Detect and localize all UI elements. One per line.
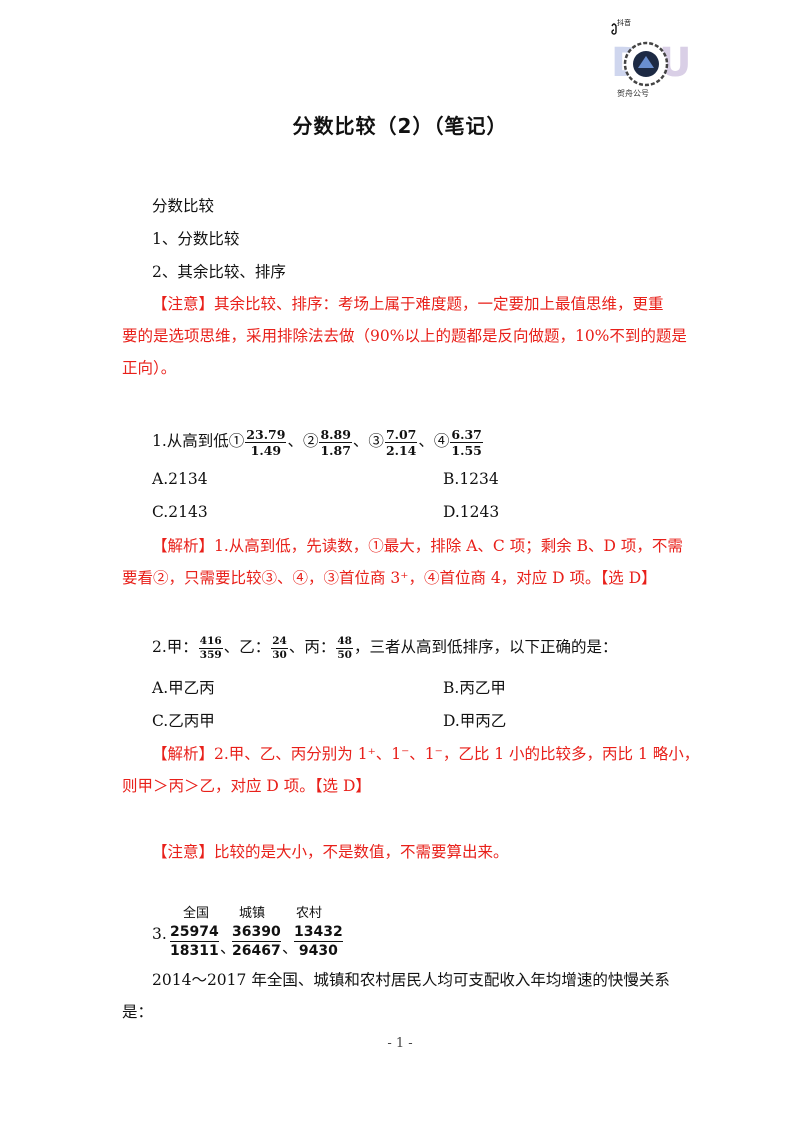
note-line: 【注意】其余比较、排序：考场上属于难度题，一定要加上最值思维，更重	[152, 295, 664, 313]
note-line: 【注意】比较的是大小，不是数值，不需要算出来。	[152, 843, 509, 861]
logo: D U	[603, 14, 691, 100]
column-header: 城镇	[239, 906, 266, 921]
section-heading: 分数比较	[152, 197, 215, 215]
column-header: 农村	[296, 906, 323, 921]
option-b: B.1234	[443, 470, 499, 488]
option-a: A.甲乙丙	[152, 679, 215, 697]
page-title: 分数比较（2）（笔记）	[292, 114, 508, 138]
note-line: 要的是选项思维，采用排除法去做（90%以上的题都是反向做题，10%不到的题是	[122, 327, 687, 345]
page-number: - 1 -	[387, 1036, 413, 1051]
logo-caption: 贺舟公号	[617, 89, 649, 98]
option-a: A.2134	[152, 470, 208, 488]
separator: 、	[282, 939, 298, 957]
question-text: 2014～2017 年全国、城镇和农村居民人均可支配收入年均增速的快慢关系	[152, 971, 670, 989]
analysis-line: 则甲＞丙＞乙，对应 D 项。【选 D】	[122, 777, 371, 795]
question-text: 1.从高到低①	[152, 432, 245, 450]
note-line: 正向）。	[122, 359, 177, 377]
separator: 、	[220, 939, 236, 957]
analysis-line: 【解析】2.甲、乙、丙分别为 1⁺、1⁻、1⁻，乙比 1 小的比较多，丙比 1 …	[152, 745, 700, 763]
list-item: 1、分数比较	[152, 230, 240, 248]
option-d: D.1243	[443, 503, 500, 521]
tiktok-logo-icon: D U	[611, 23, 691, 87]
option-c: C.乙丙甲	[152, 712, 215, 730]
analysis-line: 【解析】1.从高到低，先读数，①最大，排除 A、C 项；剩余 B、D 项，不需	[152, 537, 683, 555]
question-number: 3.	[152, 925, 167, 943]
option-d: D.甲丙乙	[443, 712, 507, 730]
logo-brand-label: 抖音	[617, 19, 631, 27]
list-item: 2、其余比较、排序	[152, 263, 286, 281]
option-c: C.2143	[152, 503, 208, 521]
question-text: 是：	[122, 1003, 154, 1021]
analysis-line: 要看②，只需要比较③、④，③首位商 3⁺，④首位商 4，对应 D 项。【选 D】	[122, 569, 657, 587]
column-header: 全国	[183, 906, 210, 921]
option-b: B.丙乙甲	[443, 679, 506, 697]
